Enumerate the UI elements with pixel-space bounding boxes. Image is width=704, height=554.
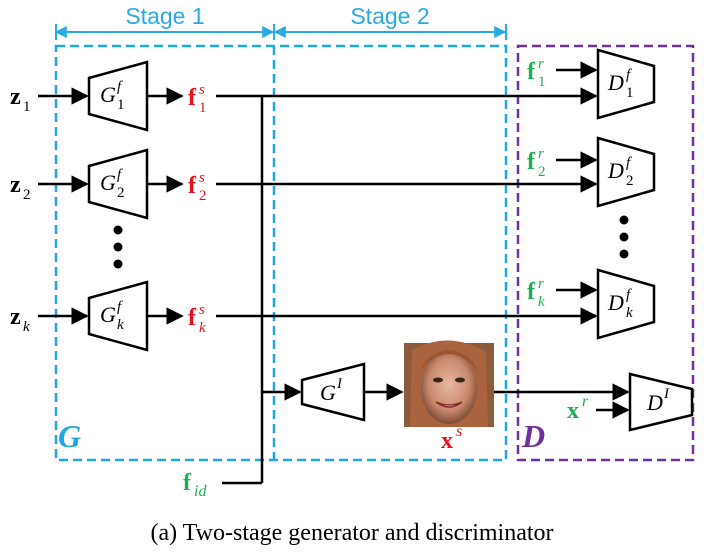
svg-text:2: 2 bbox=[626, 173, 634, 189]
svg-text:1: 1 bbox=[626, 85, 634, 101]
svg-text:k: k bbox=[626, 305, 633, 321]
svg-text:G: G bbox=[320, 380, 336, 405]
svg-text:I: I bbox=[336, 376, 343, 392]
svg-text:1: 1 bbox=[538, 74, 546, 90]
feature-discriminator-block bbox=[596, 48, 656, 120]
feature-discriminator-block bbox=[596, 136, 656, 208]
svg-text:1: 1 bbox=[23, 99, 31, 115]
svg-text:r: r bbox=[538, 276, 544, 292]
generator-group-label: G bbox=[58, 418, 81, 454]
svg-text:r: r bbox=[538, 146, 544, 162]
svg-text:f: f bbox=[183, 470, 192, 496]
svg-text:1: 1 bbox=[199, 100, 207, 116]
svg-text:z: z bbox=[10, 84, 21, 110]
image-discriminator-block bbox=[628, 372, 694, 432]
feature-discriminator-block bbox=[596, 268, 656, 340]
svg-text:I: I bbox=[663, 386, 670, 402]
svg-text:D: D bbox=[607, 158, 624, 183]
feature-generator-block bbox=[87, 148, 149, 220]
svg-text:D: D bbox=[607, 290, 624, 315]
svg-text:f: f bbox=[188, 173, 197, 199]
svg-text:D: D bbox=[646, 390, 663, 415]
svg-text:G: G bbox=[100, 82, 116, 107]
discriminator-group-box bbox=[516, 44, 695, 462]
svg-text:z: z bbox=[10, 304, 21, 330]
image-discriminator-label: D I bbox=[646, 386, 670, 415]
real-image-label: x r bbox=[567, 393, 589, 424]
vertical-dots-icon bbox=[619, 215, 629, 259]
fid-label: f id bbox=[183, 470, 207, 500]
svg-text:f: f bbox=[626, 287, 632, 303]
svg-text:k: k bbox=[538, 294, 545, 310]
face-photo-icon bbox=[404, 340, 494, 427]
svg-text:s: s bbox=[199, 170, 205, 186]
svg-text:f: f bbox=[117, 167, 123, 183]
svg-text:f: f bbox=[117, 79, 123, 95]
image-generator-label: G I bbox=[320, 376, 343, 405]
svg-text:2: 2 bbox=[199, 188, 207, 204]
svg-text:D: D bbox=[607, 70, 624, 95]
stage-1-header: Stage 1 bbox=[54, 3, 275, 40]
svg-text:f: f bbox=[527, 279, 536, 305]
feature-generator-block bbox=[87, 60, 149, 132]
svg-text:x: x bbox=[441, 428, 453, 454]
svg-text:f: f bbox=[188, 85, 197, 111]
svg-text:f: f bbox=[188, 305, 197, 331]
stage-1-label: Stage 1 bbox=[125, 3, 204, 29]
svg-text:s: s bbox=[199, 82, 205, 98]
svg-text:2: 2 bbox=[538, 164, 546, 180]
svg-text:G: G bbox=[100, 170, 116, 195]
svg-text:k: k bbox=[199, 320, 206, 336]
svg-text:2: 2 bbox=[23, 187, 31, 203]
svg-text:x: x bbox=[567, 398, 579, 424]
svg-text:2: 2 bbox=[117, 185, 125, 201]
svg-text:r: r bbox=[538, 56, 544, 72]
svg-text:k: k bbox=[23, 319, 30, 335]
svg-text:k: k bbox=[117, 317, 124, 333]
svg-text:id: id bbox=[194, 483, 207, 500]
svg-text:f: f bbox=[626, 67, 632, 83]
svg-text:f: f bbox=[527, 149, 536, 175]
discriminator-group-label: D bbox=[521, 418, 545, 454]
image-generator-block bbox=[300, 362, 366, 422]
svg-text:1: 1 bbox=[117, 97, 125, 113]
figure-caption: (a) Two-stage generator and discriminato… bbox=[150, 520, 553, 546]
generator-group-box bbox=[54, 44, 508, 462]
svg-text:f: f bbox=[626, 155, 632, 171]
vertical-dots-icon bbox=[113, 225, 123, 269]
synthetic-image-label: x s bbox=[441, 423, 462, 454]
stage-2-label: Stage 2 bbox=[350, 3, 429, 29]
svg-text:z: z bbox=[10, 172, 21, 198]
svg-text:s: s bbox=[199, 302, 205, 318]
svg-text:G: G bbox=[100, 302, 116, 327]
svg-text:f: f bbox=[527, 59, 536, 85]
stage-2-header: Stage 2 bbox=[273, 3, 507, 40]
svg-text:r: r bbox=[582, 393, 589, 410]
svg-text:s: s bbox=[456, 423, 462, 440]
svg-text:f: f bbox=[117, 299, 123, 315]
feature-generator-block bbox=[87, 280, 149, 352]
